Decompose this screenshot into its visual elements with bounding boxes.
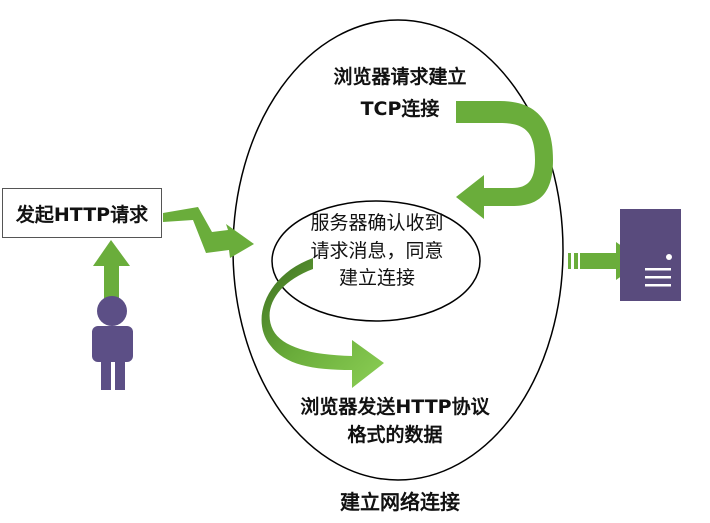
step3-line2: 格式的数据 — [347, 423, 443, 446]
step1-label: 浏览器请求建立 TCP连接 — [300, 66, 500, 122]
step3-label: 浏览器发送HTTP协议 格式的数据 — [275, 394, 515, 449]
start-box-label: 发起HTTP请求 — [15, 203, 149, 226]
inner-ellipse — [271, 200, 481, 322]
start-http-request-box: 发起HTTP请求 — [2, 188, 162, 238]
step1-line1: 浏览器请求建立 — [333, 66, 467, 88]
server-arrow-stub-1 — [568, 253, 571, 269]
person-leg-gap — [111, 362, 115, 390]
step2-line3: 建立连接 — [338, 267, 415, 290]
step3-line1: 浏览器发送HTTP协议 — [300, 396, 490, 418]
server-icon — [620, 209, 681, 301]
step1-line2: TCP连接 — [360, 97, 440, 120]
step2-line1: 服务器确认收到 — [310, 212, 444, 234]
person-up-arrow-head — [93, 240, 130, 266]
server-arrow-shaft — [580, 253, 618, 269]
zigzag-arrow — [163, 207, 254, 258]
diagram-caption: 建立网络连接 — [340, 490, 460, 514]
curved-arrow — [261, 258, 384, 388]
step2-label: 服务器确认收到 请求消息，同意 建立连接 — [282, 210, 472, 293]
u-turn-arrow — [456, 101, 553, 219]
step2-line2: 请求消息，同意 — [310, 239, 444, 262]
server-arrow-stub-2 — [574, 253, 578, 269]
